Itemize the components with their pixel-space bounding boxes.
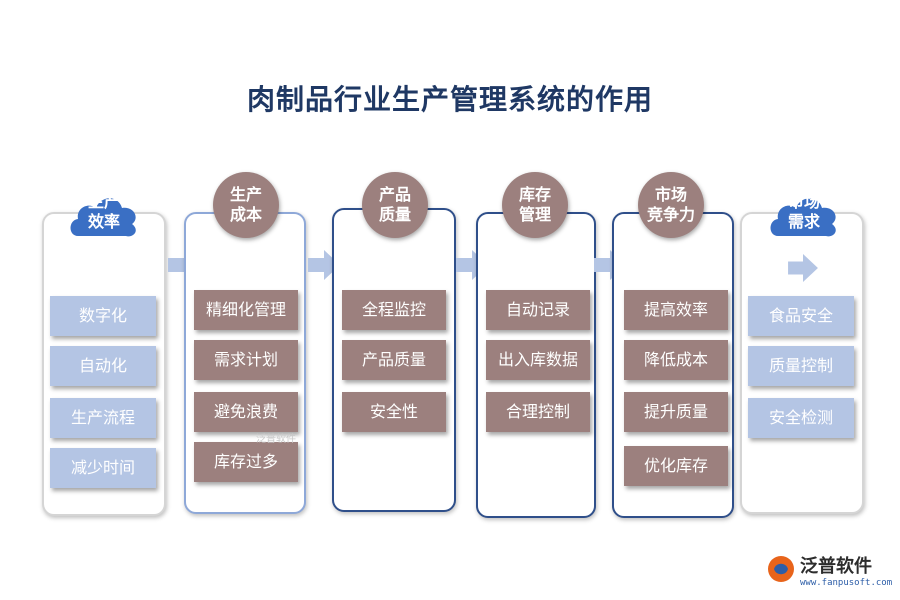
item-reduce-time: 减少时间 <box>50 448 156 488</box>
column-header-3: 产品 质量 <box>362 172 428 238</box>
item-excess-inventory: 库存过多 <box>194 442 298 482</box>
item-quality-control: 质量控制 <box>748 346 854 386</box>
item-full-monitoring: 全程监控 <box>342 290 446 330</box>
item-automation: 自动化 <box>50 346 156 386</box>
logo-name: 泛普软件 <box>800 556 872 577</box>
item-reduce-cost: 降低成本 <box>624 340 728 380</box>
item-avoid-waste: 避免浪费 <box>194 392 298 432</box>
watermark: 泛普软件 <box>256 434 296 445</box>
company-logo: 泛普软件 www.fanpusoft.com <box>766 552 896 596</box>
item-optimize-inventory: 优化库存 <box>624 446 728 486</box>
cloud-icon <box>70 198 136 237</box>
logo-url: www.fanpusoft.com <box>800 578 893 588</box>
page-title: 肉制品行业生产管理系统的作用 <box>246 83 653 116</box>
item-production-process: 生产流程 <box>50 398 156 438</box>
column-header-2: 生产 成本 <box>213 172 279 238</box>
item-fine-management: 精细化管理 <box>194 290 298 330</box>
column-header-5: 市场 竞争力 <box>638 172 704 238</box>
arrow-right-icon <box>788 254 818 282</box>
column-header-1: 生产 效率 <box>87 192 120 231</box>
column-header-6: 市场 需求 <box>787 192 820 231</box>
column-header-4: 库存 管理 <box>502 172 568 238</box>
logo-mark-icon <box>768 556 794 582</box>
item-improve-efficiency: 提高效率 <box>624 290 728 330</box>
item-food-safety: 食品安全 <box>748 296 854 336</box>
item-auto-record: 自动记录 <box>486 290 590 330</box>
item-reasonable-control: 合理控制 <box>486 392 590 432</box>
item-safety: 安全性 <box>342 392 446 432</box>
item-improve-quality: 提升质量 <box>624 392 728 432</box>
cloud-icon <box>770 198 836 237</box>
item-digitization: 数字化 <box>50 296 156 336</box>
item-in-out-data: 出入库数据 <box>486 340 590 380</box>
item-demand-plan: 需求计划 <box>194 340 298 380</box>
item-safety-testing: 安全检测 <box>748 398 854 438</box>
item-product-quality: 产品质量 <box>342 340 446 380</box>
